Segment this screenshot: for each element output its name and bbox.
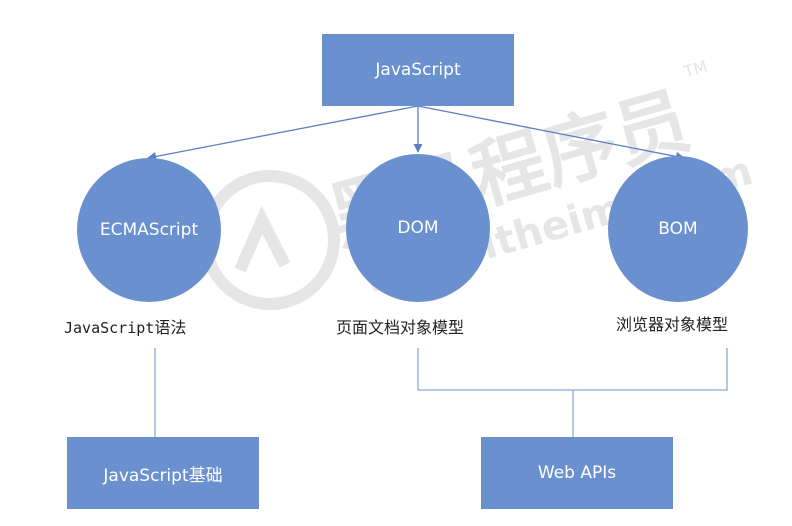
edge-js-bom bbox=[417, 105, 685, 161]
connector-dom-bom-bracket bbox=[417, 348, 728, 391]
node-javascript-label: JavaScript bbox=[375, 60, 461, 80]
dom-description: 页面文档对象模型 bbox=[336, 314, 464, 338]
ecmascript-description: JavaScript语法 bbox=[64, 314, 186, 338]
bom-description: 浏览器对象模型 bbox=[616, 311, 728, 335]
node-bom: BOM bbox=[608, 156, 748, 302]
bom-description-text: 浏览器对象模型 bbox=[616, 315, 729, 334]
ecmascript-description-suffix: 语法 bbox=[154, 318, 187, 337]
node-bom-label: BOM bbox=[658, 219, 698, 239]
node-dom-label: DOM bbox=[397, 218, 439, 238]
node-js-basics: JavaScript基础 bbox=[67, 437, 259, 509]
node-ecmascript-label: ECMAScript bbox=[99, 220, 199, 240]
edge-js-ecmascript bbox=[147, 105, 419, 161]
node-dom: DOM bbox=[346, 154, 490, 302]
node-js-basics-label: JavaScript基础 bbox=[103, 465, 223, 486]
node-javascript: JavaScript bbox=[322, 34, 514, 106]
node-web-apis-label: Web APIs bbox=[537, 463, 617, 483]
node-web-apis: Web APIs bbox=[481, 437, 673, 509]
dom-description-text: 页面文档对象模型 bbox=[336, 318, 465, 337]
ecmascript-description-prefix: JavaScript bbox=[64, 319, 155, 337]
node-ecmascript: ECMAScript bbox=[77, 158, 221, 302]
